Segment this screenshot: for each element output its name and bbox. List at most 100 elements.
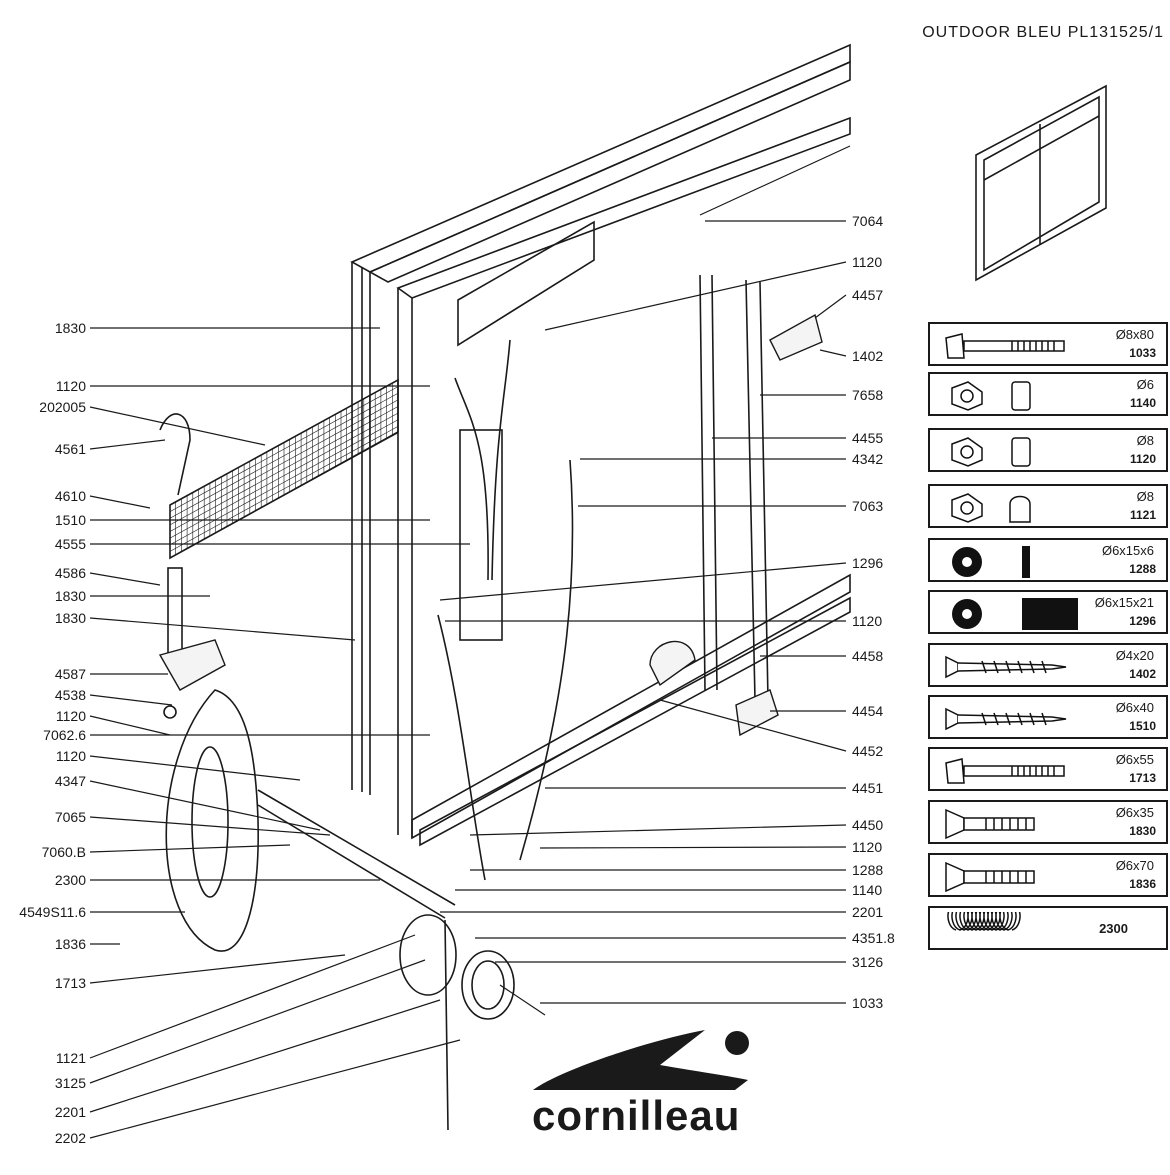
callout-label: 4451	[852, 780, 883, 796]
callout-label: 4342	[852, 451, 883, 467]
callout-label: 4586	[55, 565, 86, 581]
callout-label: 2201	[55, 1104, 86, 1120]
leader-line	[89, 755, 301, 781]
callout-label: 1120	[852, 839, 882, 855]
callout-label: 1120	[56, 708, 86, 724]
callout-label: 4347	[55, 773, 86, 789]
legend-item: Ø6x15x6 1288	[928, 538, 1168, 582]
legend-part-code: 1402	[1129, 667, 1156, 681]
legend-part-code: 1033	[1129, 346, 1156, 360]
cap-nut-icon	[951, 493, 1031, 523]
callout-label: 3125	[55, 1075, 86, 1091]
legend-dimension: Ø6x40	[1115, 700, 1154, 715]
callout-label: 2300	[55, 872, 86, 888]
callout-labels: 1830112020200545614610151045554586183018…	[19, 213, 895, 1146]
legend-part-code: 1120	[1129, 452, 1156, 466]
leader-line	[814, 294, 847, 319]
leader-line	[659, 699, 847, 752]
legend-part-code: 1713	[1129, 771, 1156, 785]
callout-label: 1120	[852, 254, 882, 270]
callout-label: 4457	[852, 287, 883, 303]
legend-item: 2300	[928, 906, 1168, 950]
hex-nut-icon	[951, 381, 1031, 411]
callout-label: 1510	[55, 512, 86, 528]
callout-label: 2201	[852, 904, 883, 920]
legend-dimension: Ø6x15x6	[1101, 543, 1154, 558]
legend-dimension: Ø6x35	[1115, 805, 1154, 820]
callout-leader-lines	[89, 220, 847, 1139]
callout-label: 7065	[55, 809, 86, 825]
legend-dimension: Ø8x80	[1115, 327, 1154, 342]
legend-dimension: Ø6x15x21	[1094, 595, 1154, 610]
callout-label: 1830	[55, 610, 86, 626]
legend-item: Ø6x35 1830	[928, 800, 1168, 844]
table-top-half	[350, 43, 851, 847]
leader-line	[89, 959, 426, 1084]
callout-label: 4455	[852, 430, 883, 446]
callout-label: 1288	[852, 862, 883, 878]
hex-bolt-icon	[945, 758, 1065, 784]
leader-line	[439, 562, 847, 601]
legend-dimension: Ø8	[1136, 433, 1154, 448]
callout-label: 4452	[852, 743, 883, 759]
callout-label: 4351.8	[852, 930, 895, 946]
spacer-icon	[952, 598, 1078, 630]
callout-label: 7063	[852, 498, 883, 514]
callout-label: 1120	[56, 748, 86, 764]
callout-label: 1713	[55, 975, 86, 991]
callout-label: 1296	[852, 555, 883, 571]
legend-part-code: 1296	[1129, 614, 1156, 628]
leader-line	[89, 439, 166, 450]
callout-label: 4450	[852, 817, 883, 833]
callout-label: 7060.B	[42, 844, 86, 860]
legend-part-code: 1288	[1129, 562, 1156, 576]
legend-dimension: Ø6x70	[1115, 858, 1154, 873]
callout-label: 4458	[852, 648, 883, 664]
leader-line	[89, 934, 416, 1059]
legend-part-code: 1140	[1129, 396, 1156, 410]
callout-label: 7064	[852, 213, 883, 229]
legend-item: Ø8x80 1033	[928, 322, 1168, 366]
callout-label: 202005	[39, 399, 86, 415]
callout-label: 1140	[852, 882, 882, 898]
leader-line	[89, 780, 321, 831]
leader-line	[89, 495, 151, 509]
legend-dimension: Ø6x55	[1115, 752, 1154, 767]
net	[169, 378, 399, 560]
callout-label: 4610	[55, 488, 86, 504]
leader-line	[544, 261, 847, 331]
callout-label: 1836	[55, 936, 86, 952]
leader-line	[89, 694, 173, 706]
legend-item: Ø8 1120	[928, 428, 1168, 472]
countersunk-bolt-icon	[945, 861, 1035, 893]
callout-label: 1830	[55, 320, 86, 336]
leader-line	[89, 844, 291, 853]
callout-label: 7658	[852, 387, 883, 403]
spring-icon	[947, 912, 1021, 931]
diagram-title: OUTDOOR BLEU PL131525/1	[922, 24, 1164, 41]
leader-line	[89, 1039, 461, 1139]
hex-nut-icon	[951, 437, 1031, 467]
legend-part-code: 1830	[1129, 824, 1156, 838]
leader-line	[89, 715, 171, 736]
callout-label: 1120	[852, 613, 882, 629]
legend-part-code: 1121	[1129, 508, 1156, 522]
leader-line	[89, 954, 346, 984]
washer-icon	[952, 546, 1030, 578]
leader-line	[469, 824, 847, 836]
callout-label: 1121	[56, 1050, 86, 1066]
table-preview-icon	[975, 84, 1107, 282]
legend-part-code: 2300	[1099, 921, 1128, 936]
callout-label: 1402	[852, 348, 883, 364]
callout-label: 2202	[55, 1130, 86, 1146]
callout-label: 7062.6	[43, 727, 86, 743]
leader-line	[89, 406, 266, 446]
wood-screw-icon	[945, 655, 1067, 679]
callout-label: 4549S11.6	[19, 904, 86, 920]
